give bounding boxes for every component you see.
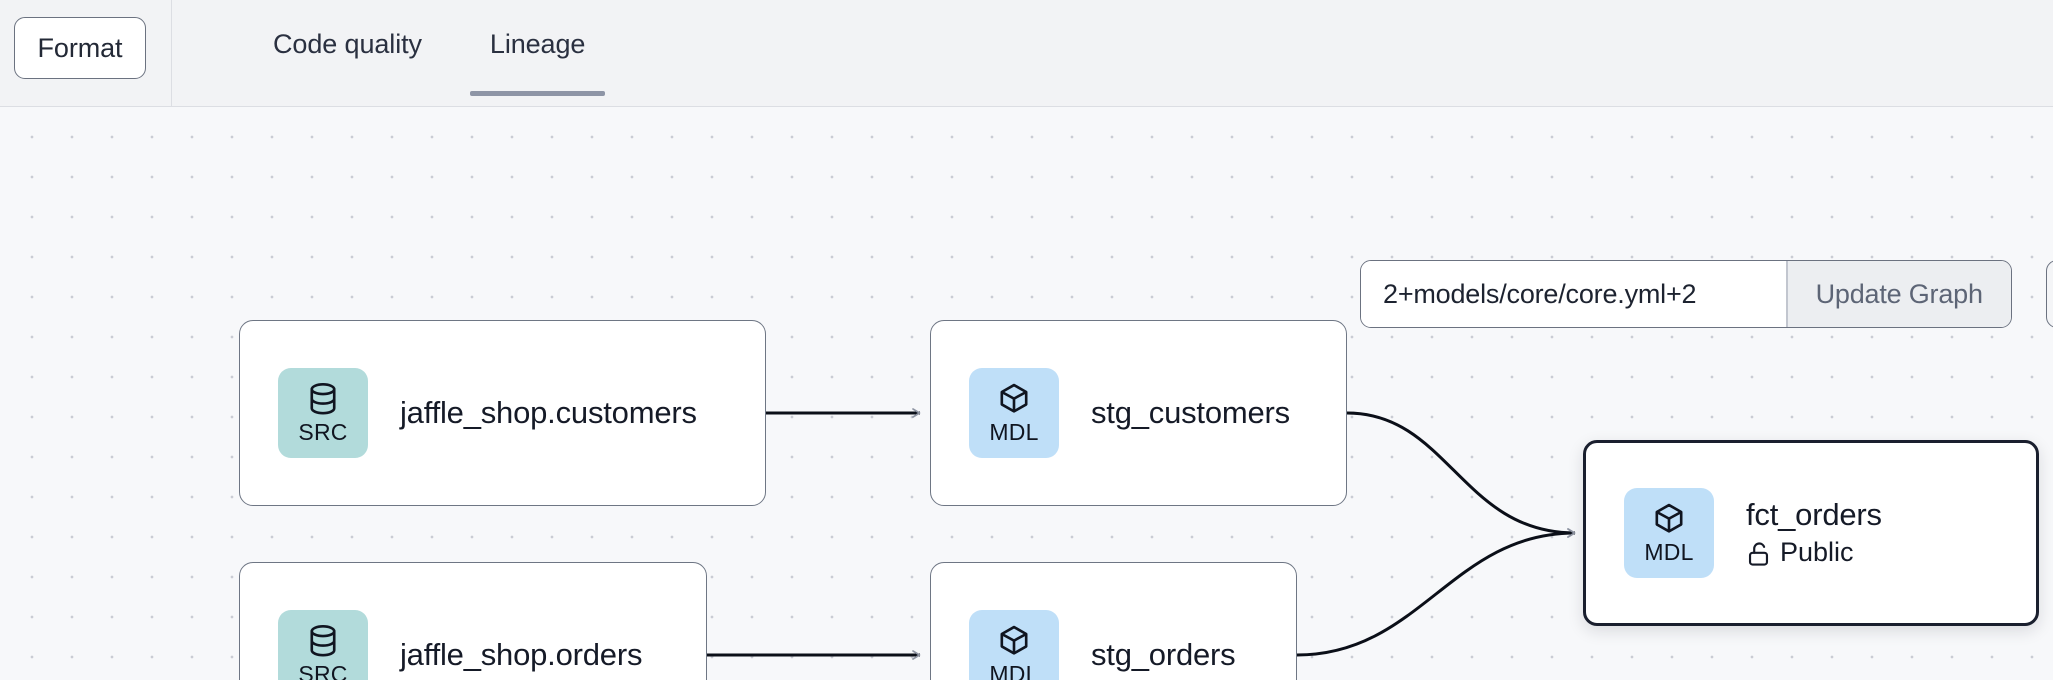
- model-badge: MDL: [969, 610, 1059, 680]
- node-title: jaffle_shop.customers: [400, 394, 697, 430]
- unlock-icon: [1748, 542, 1769, 566]
- node-title: fct_orders: [1746, 496, 1882, 532]
- lineage-node-jaffle-shop-customers[interactable]: SRC jaffle_shop.customers: [239, 320, 766, 506]
- node-title: stg_customers: [1091, 394, 1290, 430]
- lineage-node-stg-customers[interactable]: MDL stg_customers: [930, 320, 1347, 506]
- source-badge: SRC: [278, 368, 368, 458]
- lineage-node-stg-orders[interactable]: MDL stg_orders: [930, 562, 1297, 680]
- lineage-canvas[interactable]: SRC jaffle_shop.customers MDL stg_custom…: [0, 107, 2053, 680]
- lineage-node-jaffle-shop-orders[interactable]: SRC jaffle_shop.orders: [239, 562, 707, 680]
- control-divider: [1786, 261, 1788, 327]
- toolbar-left-section: Format: [0, 0, 172, 107]
- toolbar: Format Code quality Lineage: [0, 0, 2053, 107]
- node-title: stg_orders: [1091, 636, 1236, 672]
- tab-code-quality-label: Code quality: [273, 29, 422, 59]
- node-body: fct_orders Public: [1746, 497, 1882, 569]
- edge-stg-orders-to-fct-orders: [1296, 528, 1576, 657]
- model-badge-label: MDL: [989, 419, 1039, 445]
- source-badge-label: SRC: [298, 419, 348, 445]
- node-access-label: Public: [1780, 537, 1854, 568]
- cube-icon: [1655, 503, 1683, 533]
- graph-selector-control: Update Graph: [1360, 260, 2012, 328]
- tab-active-underline: [469, 91, 606, 96]
- node-title: jaffle_shop.orders: [400, 636, 643, 672]
- lineage-node-fct-orders[interactable]: MDL fct_orders Public: [1583, 440, 2039, 626]
- node-access-badge: Public: [1746, 537, 1882, 569]
- cube-icon: [1000, 383, 1028, 413]
- database-icon: [310, 625, 336, 657]
- tab-code-quality[interactable]: Code quality: [239, 0, 456, 107]
- auxiliary-control-button[interactable]: [2046, 260, 2053, 328]
- model-badge: MDL: [1624, 488, 1714, 578]
- node-body: jaffle_shop.orders: [400, 637, 642, 674]
- tab-lineage-label: Lineage: [489, 29, 586, 59]
- tab-bar: Code quality Lineage: [172, 0, 619, 107]
- graph-selector-input[interactable]: [1361, 261, 1786, 327]
- model-badge: MDL: [969, 368, 1059, 458]
- source-badge-label: SRC: [298, 661, 348, 680]
- node-body: stg_customers: [1091, 395, 1290, 432]
- source-badge: SRC: [278, 610, 368, 680]
- node-body: jaffle_shop.customers: [400, 395, 697, 432]
- format-button[interactable]: Format: [14, 17, 146, 79]
- edge-stg-customers-to-fct-orders: [1346, 411, 1576, 538]
- database-icon: [310, 383, 336, 415]
- tab-lineage[interactable]: Lineage: [456, 0, 619, 107]
- cube-icon: [1000, 625, 1028, 655]
- update-graph-button[interactable]: Update Graph: [1787, 261, 2011, 327]
- node-body: stg_orders: [1091, 636, 1236, 674]
- model-badge-label: MDL: [1644, 539, 1694, 565]
- model-badge-label: MDL: [989, 661, 1039, 680]
